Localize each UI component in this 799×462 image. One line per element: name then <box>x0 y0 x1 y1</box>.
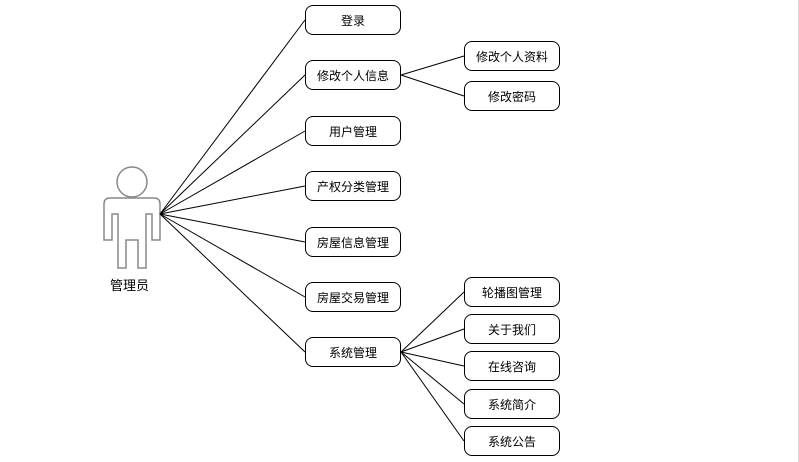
use-case-user-mgmt[interactable]: 用户管理 <box>305 116 401 146</box>
use-case-house-info-mgmt[interactable]: 房屋信息管理 <box>305 227 401 257</box>
use-case-system-intro[interactable]: 系统简介 <box>464 389 560 419</box>
connection-system-mgmt-system-notice <box>400 351 465 442</box>
actor-label: 管理员 <box>110 279 150 294</box>
connection-actor-house-info-mgmt <box>159 213 306 243</box>
connection-edit-info-change-password <box>400 74 465 97</box>
use-case-system-notice[interactable]: 系统公告 <box>464 426 560 456</box>
use-case-online-consult[interactable]: 在线咨询 <box>464 351 560 381</box>
connection-actor-login <box>159 19 306 215</box>
use-case-edit-profile[interactable]: 修改个人资料 <box>464 41 560 71</box>
connection-system-mgmt-carousel-mgmt <box>400 291 465 353</box>
connection-actor-house-trade-mgmt <box>159 213 306 298</box>
connection-actor-user-mgmt <box>159 130 306 215</box>
use-case-property-category-mgmt[interactable]: 产权分类管理 <box>305 171 401 201</box>
actor-head-icon <box>116 166 148 198</box>
connection-system-mgmt-system-intro <box>400 351 465 405</box>
use-case-house-trade-mgmt[interactable]: 房屋交易管理 <box>305 282 401 312</box>
connection-system-mgmt-online-consult <box>400 351 465 367</box>
use-case-change-password[interactable]: 修改密码 <box>464 81 560 111</box>
connection-actor-edit-info <box>159 74 306 215</box>
connection-actor-system-mgmt <box>159 213 306 353</box>
actor-figure-icon <box>103 166 161 269</box>
connection-actor-property-category-mgmt <box>159 185 306 215</box>
use-case-system-mgmt[interactable]: 系统管理 <box>305 337 401 367</box>
use-case-edit-info[interactable]: 修改个人信息 <box>305 60 401 90</box>
use-case-about-us[interactable]: 关于我们 <box>464 314 560 344</box>
actor-body-icon <box>103 197 161 269</box>
use-case-carousel-mgmt[interactable]: 轮播图管理 <box>464 277 560 307</box>
connection-edit-info-edit-profile <box>400 55 465 76</box>
connection-system-mgmt-about-us <box>400 328 465 353</box>
connections <box>159 19 465 442</box>
use-case-login[interactable]: 登录 <box>305 5 401 35</box>
